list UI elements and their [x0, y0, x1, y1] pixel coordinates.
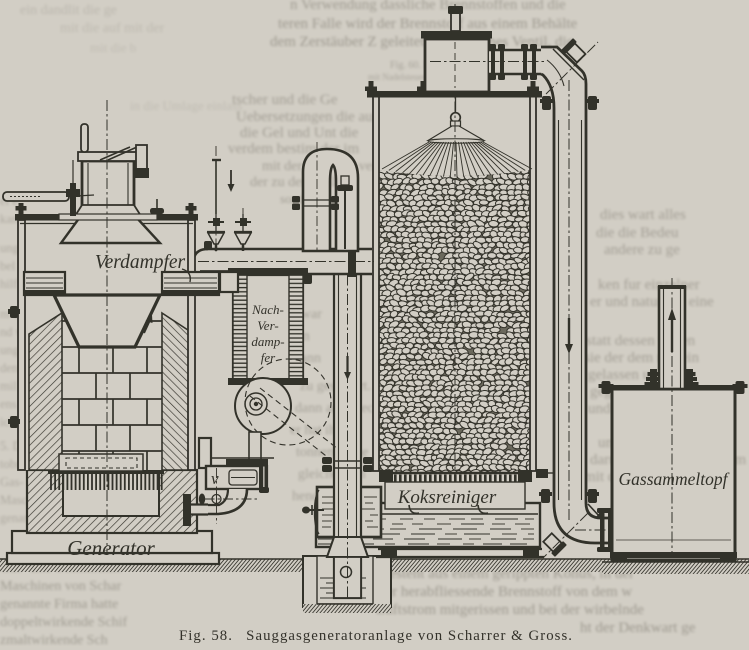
svg-text:Luftstrom mitgerissen und b: Luftstrom mitgerissen und bei der wirbel… — [376, 602, 644, 618]
svg-text:kan: kan — [0, 212, 19, 226]
svg-text:v: v — [211, 469, 219, 488]
svg-text:genannte Firma hatte: genannte Firma hatte — [0, 597, 118, 612]
svg-text:teren Falle wird der Brennstof: teren Falle wird der Brennstoff aus eine… — [278, 16, 578, 32]
svg-text:Fig. 58. Sauggasgeneratoranla: Fig. 58. Sauggasgeneratoranlage von Scha… — [179, 628, 573, 644]
svg-text:fer: fer — [261, 350, 276, 365]
svg-text:tscher und die Ge: tscher und die Ge — [232, 92, 338, 108]
svg-text:dem Zerstäuber Z geleitet. ge: dem Zerstäuber Z geleitet. gesetzt eines… — [270, 34, 574, 50]
svg-text:ung: ung — [0, 343, 20, 357]
svg-text:Gassammeltopf: Gassammeltopf — [619, 469, 730, 489]
svg-text:dies wart alles: dies wart alles — [600, 207, 686, 223]
svg-text:doppeltwirkende Schif: doppeltwirkende Schif — [0, 615, 127, 630]
svg-text:der herabfliessende Brennstoff: der herabfliessende Brennstoff von dem w — [378, 584, 632, 600]
svg-text:ein dandlit die ge: ein dandlit die ge — [20, 3, 117, 18]
svg-text:zmaltwirkende Sch: zmaltwirkende Sch — [0, 633, 108, 648]
svg-text:Nach-: Nach- — [251, 302, 284, 317]
svg-text:ht der Denkwart ge: ht der Denkwart ge — [580, 620, 696, 636]
svg-text:n Verwendung dassliche Brennst: n Verwendung dassliche Brennstoffen und … — [290, 0, 566, 13]
svg-text:mit die b: mit die b — [90, 40, 136, 55]
svg-text:die die Bedeu: die die Bedeu — [596, 225, 679, 241]
svg-text:mit die auf mit der: mit die auf mit der — [60, 21, 165, 36]
svg-text:Koksreiniger: Koksreiniger — [397, 487, 497, 508]
svg-text:Ver-: Ver- — [257, 318, 278, 333]
svg-text:Verdampfer: Verdampfer — [95, 252, 186, 273]
svg-text:andere zu ge: andere zu ge — [604, 242, 680, 258]
svg-text:Maschinen von Schar: Maschinen von Schar — [0, 579, 122, 594]
svg-text:damp-: damp- — [251, 334, 284, 349]
svg-text:Generator: Generator — [67, 536, 155, 560]
svg-text:er und naturlich eine: er und naturlich eine — [590, 294, 714, 310]
svg-text:die Gel und Unt die: die Gel und Unt die — [240, 125, 359, 141]
svg-text:Uebersetzungen die auf: Uebersetzungen die auf — [236, 109, 378, 125]
svg-text:in die Umlage einlass: in die Umlage einlass — [130, 98, 242, 113]
svg-text:Fig. 60. Einlass-: Fig. 60. Einlass- — [390, 60, 456, 71]
